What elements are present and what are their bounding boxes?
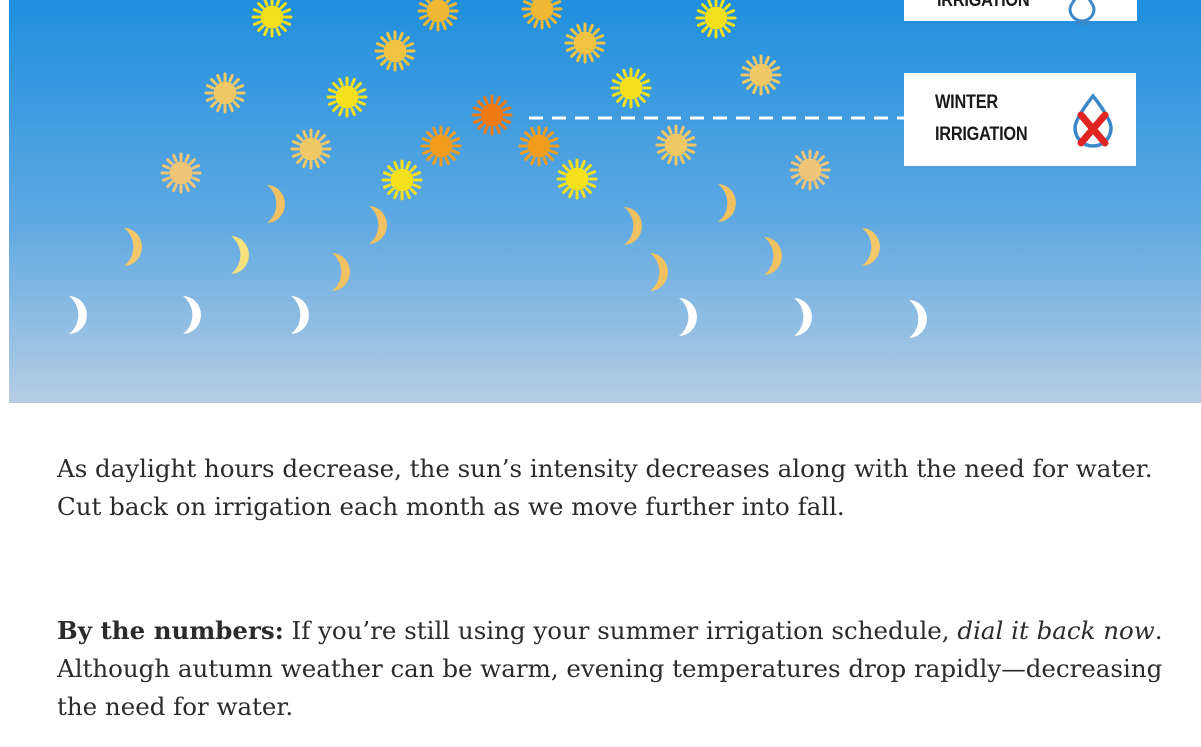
p2-text-1: If you’re still using your summer irriga… bbox=[283, 616, 958, 645]
moon-icons bbox=[69, 184, 927, 338]
moon-icon bbox=[369, 206, 387, 244]
water-drop-x-icon bbox=[1073, 93, 1113, 148]
red-x-icon bbox=[1077, 111, 1109, 147]
sun-icon bbox=[420, 125, 462, 167]
sun-icon bbox=[518, 125, 560, 167]
moon-icon bbox=[624, 207, 642, 245]
sun-icon bbox=[610, 67, 652, 109]
summer-irrigation-text: IRRIGATION bbox=[937, 0, 1030, 11]
sun-icon bbox=[789, 149, 831, 191]
moon-icon bbox=[69, 296, 87, 334]
sun-icon bbox=[381, 159, 423, 201]
sky-illustration bbox=[9, 0, 1201, 403]
by-the-numbers-label: By the numbers: bbox=[57, 616, 284, 645]
moon-icon bbox=[679, 298, 697, 336]
sun-icon bbox=[160, 152, 202, 194]
moon-icon bbox=[291, 296, 309, 334]
moon-icon bbox=[862, 228, 880, 266]
sun-icon bbox=[417, 0, 459, 32]
paragraph-by-the-numbers: By the numbers: If you’re still using yo… bbox=[57, 612, 1167, 726]
moon-icon bbox=[332, 253, 350, 291]
moon-icon bbox=[764, 237, 782, 275]
winter-irrigation-line2: IRRIGATION bbox=[935, 124, 1028, 145]
moon-icon bbox=[231, 236, 249, 274]
sun-icon bbox=[740, 54, 782, 96]
sun-icon bbox=[521, 0, 563, 30]
sun-icon bbox=[471, 94, 513, 136]
moon-icon bbox=[183, 296, 201, 334]
winter-irrigation-line1: WINTER bbox=[935, 92, 998, 113]
p2-text-2: . Although autumn weather can be warm, e… bbox=[57, 616, 1163, 721]
summer-irrigation-label bbox=[904, 0, 1137, 21]
hero-infographic: IRRIGATION WINTER IRRIGATION bbox=[9, 0, 1201, 403]
sun-icon bbox=[695, 0, 737, 39]
moon-icon bbox=[267, 185, 285, 223]
moon-icon bbox=[124, 228, 142, 266]
sun-icon bbox=[655, 124, 697, 166]
moon-icon bbox=[718, 184, 736, 222]
moon-icon bbox=[650, 253, 668, 291]
moon-icon bbox=[909, 300, 927, 338]
dial-it-back-now: dial it back now bbox=[957, 616, 1155, 645]
sun-icon bbox=[556, 158, 598, 200]
sun-icon bbox=[204, 72, 246, 114]
sun-icon bbox=[374, 30, 416, 72]
moon-icon bbox=[794, 298, 812, 336]
sun-icon bbox=[251, 0, 293, 38]
water-drop-icon bbox=[1068, 0, 1096, 22]
sun-icon bbox=[326, 76, 368, 118]
sun-icon bbox=[564, 22, 606, 64]
paragraph-daylight: As daylight hours decrease, the sun’s in… bbox=[57, 454, 1153, 521]
sun-icon bbox=[290, 128, 332, 170]
